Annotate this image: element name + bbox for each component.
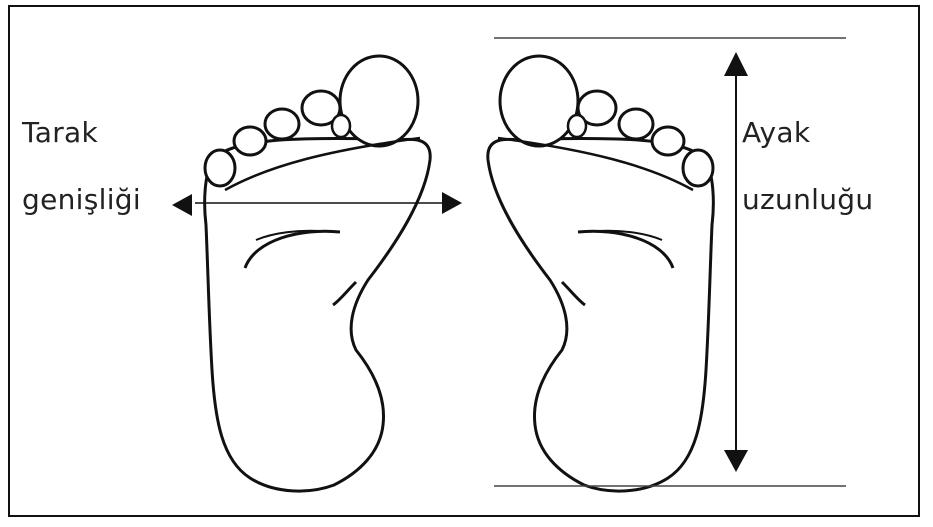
right-foot — [488, 56, 714, 491]
forefoot-width-label-line-1: Tarak — [22, 116, 98, 149]
arrow-up-icon — [724, 52, 748, 76]
arrow-down-icon — [724, 450, 748, 472]
forefoot-width-label-line-2: genişliği — [22, 183, 141, 216]
foot-length-label-line-2: uzunluğu — [742, 183, 873, 216]
arrow-right-icon — [442, 192, 462, 214]
left-foot — [205, 56, 431, 491]
foot-length-label-line-1: Ayak — [742, 116, 810, 149]
arrow-left-icon — [172, 194, 192, 216]
